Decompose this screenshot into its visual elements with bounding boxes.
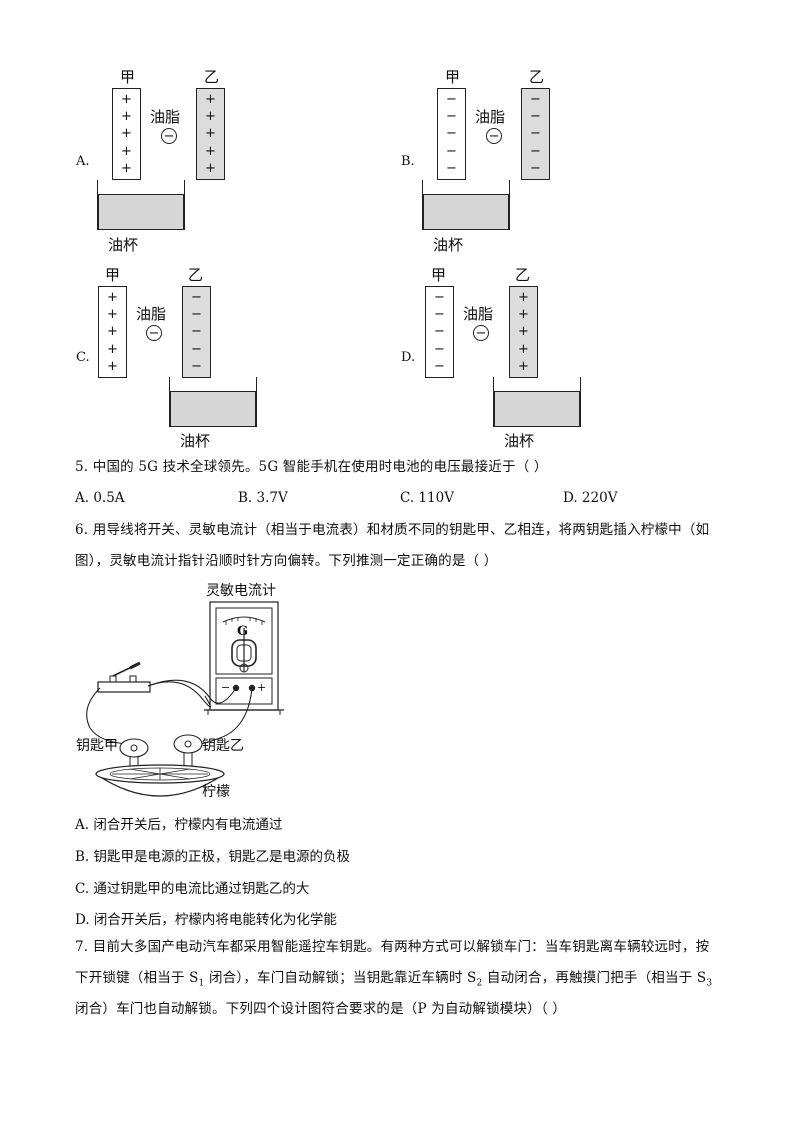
oil-cup — [493, 377, 581, 427]
cup-label: 油杯 — [180, 432, 211, 450]
q5-option-c: C. 110V — [400, 490, 454, 506]
galvanometer-symbol: G — [237, 624, 249, 639]
q6-option-d: D. 闭合开关后，柠檬内将电能转化为化学能 — [75, 912, 337, 928]
right-plate-label: 乙 — [515, 266, 531, 284]
q5-option-d: D. 220V — [563, 490, 618, 506]
plate-jia: −−−−− — [425, 286, 454, 378]
terminal-minus: − — [221, 681, 231, 694]
question-7-line3: 闭合）车门也自动解锁。下列四个设计图符合要求的是（P 为自动解锁模块）（ ） — [75, 1001, 567, 1017]
figure-option-a: A. 甲 乙 +++++ 油脂 − +++++ 油杯 — [70, 62, 250, 257]
plate-yi: +++++ — [509, 286, 538, 378]
plate-yi: +++++ — [196, 88, 225, 180]
oil-cup — [422, 180, 510, 230]
option-label: D. — [401, 350, 416, 365]
negative-ion-icon: − — [473, 325, 489, 341]
negative-ion-icon: − — [486, 128, 502, 144]
right-plate-label: 乙 — [188, 266, 204, 284]
q6-option-c: C. 通过钥匙甲的电流比通过钥匙乙的大 — [75, 881, 310, 897]
grease-label: 油脂 — [150, 108, 181, 126]
figure-option-d: D. 甲 乙 −−−−− 油脂 − +++++ 油杯 — [395, 258, 595, 453]
right-plate-label: 乙 — [529, 68, 545, 86]
lemon-battery-diagram — [86, 601, 284, 797]
left-plate-label: 甲 — [445, 68, 461, 86]
question-7-line2: 下开锁键（相当于 S1 闭合），车门自动解锁；当钥匙靠近车辆时 S2 自动闭合，… — [75, 970, 713, 989]
figure-option-b: B. 甲 乙 −−−−− 油脂 − −−−−− 油杯 — [395, 62, 575, 257]
lemon-label: 柠檬 — [202, 784, 230, 800]
key-b-label: 钥匙乙 — [202, 738, 244, 754]
left-plate-label: 甲 — [120, 68, 136, 86]
option-label: A. — [76, 154, 90, 169]
oil-cup — [97, 180, 185, 230]
lemon-battery-figure: 灵敏电流计 G − + 钥匙甲 钥匙乙 柠檬 — [70, 578, 300, 803]
grease-label: 油脂 — [463, 305, 494, 323]
option-label: B. — [401, 154, 415, 169]
cup-label: 油杯 — [108, 236, 139, 254]
key-a-label: 钥匙甲 — [76, 738, 118, 754]
q5-option-a: A. 0.5A — [75, 490, 125, 506]
question-6-stem-line1: 6. 用导线将开关、灵敏电流计（相当于电流表）和材质不同的钥匙甲、乙相连，将两钥… — [75, 522, 710, 538]
option-label: C. — [76, 350, 90, 365]
question-7-line1: 7. 目前大多国产电动汽车都采用智能遥控车钥匙。有两种方式可以解锁车门：当车钥匙… — [75, 939, 710, 955]
terminal-plus: + — [257, 681, 267, 694]
grease-label: 油脂 — [475, 108, 506, 126]
plate-jia: +++++ — [112, 88, 141, 180]
plate-yi: −−−−− — [182, 286, 211, 378]
left-plate-label: 甲 — [431, 266, 447, 284]
grease-label: 油脂 — [136, 305, 167, 323]
question-6-stem-line2: 图），灵敏电流计指针沿顺时针方向偏转。下列推测一定正确的是（ ） — [75, 553, 498, 569]
cup-label: 油杯 — [433, 236, 464, 254]
figure-option-c: C. 甲 乙 +++++ 油脂 − −−−−− 油杯 — [70, 258, 270, 453]
plate-yi: −−−−− — [521, 88, 550, 180]
right-plate-label: 乙 — [204, 68, 220, 86]
q6-option-b: B. 钥匙甲是电源的正极，钥匙乙是电源的负极 — [75, 849, 351, 865]
oil-cup — [169, 377, 257, 427]
negative-ion-icon: − — [146, 325, 162, 341]
cup-label: 油杯 — [504, 432, 535, 450]
left-plate-label: 甲 — [105, 266, 121, 284]
plate-jia: −−−−− — [437, 88, 466, 180]
galvanometer-label: 灵敏电流计 — [206, 583, 276, 599]
q6-option-a: A. 闭合开关后，柠檬内有电流通过 — [75, 817, 283, 833]
negative-ion-icon: − — [161, 128, 177, 144]
plate-jia: +++++ — [98, 286, 127, 378]
question-5-stem: 5. 中国的 5G 技术全球领先。5G 智能手机在使用时电池的电压最接近于（ ） — [75, 459, 548, 475]
q5-option-b: B. 3.7V — [238, 490, 288, 506]
